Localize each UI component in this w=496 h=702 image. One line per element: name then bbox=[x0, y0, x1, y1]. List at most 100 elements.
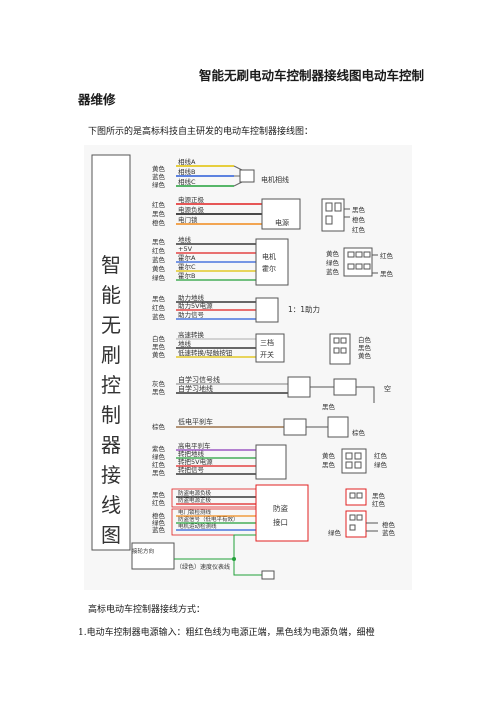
wire-label: 助力地线 bbox=[178, 293, 205, 302]
wire-label: 高速转换 bbox=[178, 330, 205, 339]
plug-label: 红色 bbox=[380, 251, 394, 260]
wire-color-label: 绿色 bbox=[152, 518, 166, 527]
intro-paragraph: 下图所示的是高标科技自主研发的电动车控制器接线图： bbox=[88, 127, 314, 137]
wire-label: 防盗电源负极 bbox=[178, 489, 212, 497]
wire-color-label: 黑色 bbox=[152, 294, 166, 303]
wire-color-label: 黑色 bbox=[152, 237, 166, 246]
wire-color-label: 红色 bbox=[152, 498, 166, 507]
wire-color-label: 红色 bbox=[152, 303, 166, 312]
hall-box-label-1: 电机 bbox=[262, 252, 276, 261]
plug-label: 绿色 bbox=[326, 258, 340, 267]
wire-label: 电源正极 bbox=[178, 195, 205, 204]
plug-label: 黑色 bbox=[352, 205, 366, 214]
wire-label: 电机运动检测线 bbox=[178, 522, 217, 530]
wiring-diagram: 智 能 无 刷 控 制 器 接 线 图 黄色 蓝色 绿色 相线A 相线B 相线C… bbox=[84, 145, 412, 590]
plug-label: 黄色 bbox=[322, 451, 336, 460]
plug-label: 蓝色 bbox=[382, 528, 396, 537]
wire-color-label: 绿色 bbox=[152, 180, 166, 189]
wire-label: 电门锁检测线 bbox=[178, 508, 212, 516]
controller-box bbox=[91, 154, 131, 551]
wire-label: 低速转换/轻触按钮 bbox=[178, 348, 233, 357]
wire-label: 地线 bbox=[178, 235, 192, 244]
plug-label: 棕色 bbox=[352, 428, 366, 437]
wire-color-label: 黑色 bbox=[152, 387, 166, 396]
wire-color-label: 黑色 bbox=[152, 468, 166, 477]
wire-color-label: 绿色 bbox=[152, 273, 166, 282]
plug-label: 绿色 bbox=[374, 460, 388, 469]
title-line-1: 智能无刷电动车控制器接线图电动车控制 bbox=[198, 68, 424, 83]
plug-label: 红色 bbox=[374, 451, 388, 460]
controller-char: 接 bbox=[101, 463, 121, 487]
speedometer-wire-label: （绿色）速度仪表线 bbox=[176, 563, 230, 571]
motor-phase-label: 电机相线 bbox=[261, 175, 289, 184]
wire-label: 助力信号 bbox=[178, 310, 205, 319]
plug-label: 橙色 bbox=[352, 215, 366, 224]
controller-char: 线 bbox=[101, 493, 121, 517]
wire-label: 地线 bbox=[178, 339, 192, 348]
paragraph-1: 1.电动车控制器电源输入：粗红色线为电源正端，黑色线为电源负端，细橙 bbox=[78, 628, 375, 638]
wire-color-label: 黑色 bbox=[152, 209, 166, 218]
wire-label: 高电平刹车 bbox=[178, 441, 211, 450]
controller-char: 制 bbox=[101, 403, 121, 427]
plug-label: 黑色 bbox=[358, 343, 372, 352]
plug-label: 蓝色 bbox=[326, 267, 340, 276]
plug-label: 黄色 bbox=[358, 351, 372, 360]
controller-char: 图 bbox=[101, 523, 121, 547]
wire-color-label: 橙色 bbox=[152, 511, 166, 520]
plug-label: 黑色 bbox=[322, 460, 336, 469]
wire-color-label: 黄色 bbox=[152, 350, 166, 359]
wire-color-label: 黑色 bbox=[152, 342, 166, 351]
wire-label: 自学习地线 bbox=[178, 384, 213, 393]
wire-color-label: 黑色 bbox=[152, 490, 166, 499]
controller-char: 器 bbox=[101, 433, 121, 457]
wire-color-label: 黄色 bbox=[152, 264, 166, 273]
section-heading: 高标电动车控制器接线方式： bbox=[88, 605, 206, 615]
wire-color-label: 紫色 bbox=[152, 444, 166, 453]
title-line-2: 器维修 bbox=[78, 92, 116, 107]
anti-theft-box-label-2: 接口 bbox=[273, 517, 288, 527]
wire-label: +5V bbox=[178, 245, 193, 253]
wire-label: 转把5V电源 bbox=[178, 457, 213, 466]
plug-label: 红色 bbox=[352, 225, 366, 234]
power-box-label: 电源 bbox=[275, 218, 289, 227]
hall-box-label-2: 霍尔 bbox=[262, 264, 276, 273]
switch-box-label-2: 开关 bbox=[260, 350, 274, 359]
plug-label: 绿色 bbox=[328, 528, 342, 537]
wire-color-label: 红色 bbox=[152, 460, 166, 469]
wire-label: 助力5V电源 bbox=[178, 301, 213, 310]
wire-color-label: 红色 bbox=[152, 246, 166, 255]
self-learn-bottom-label: 黑色 bbox=[322, 402, 336, 411]
wire-label: 电门锁 bbox=[178, 215, 198, 224]
wire-color-label: 白色 bbox=[152, 334, 166, 343]
wire-label: 转把地线 bbox=[178, 449, 205, 458]
wire-color-label: 黄色 bbox=[152, 164, 166, 173]
plug-label: 黑色 bbox=[372, 491, 386, 500]
controller-char: 刷 bbox=[101, 343, 121, 367]
wire-label: 霍尔B bbox=[178, 271, 195, 280]
switch-box-label-1: 三档 bbox=[260, 338, 274, 347]
anti-theft-box-label-1: 防盗 bbox=[273, 503, 288, 513]
wire-color-label: 蓝色 bbox=[152, 172, 166, 181]
plug-label: 红色 bbox=[372, 499, 386, 508]
plug-label: 橙色 bbox=[382, 520, 396, 529]
controller-char: 控 bbox=[101, 373, 121, 397]
wire-color-label: 橙色 bbox=[152, 218, 166, 227]
wire-color-label: 蓝色 bbox=[152, 312, 166, 321]
wire-label: 霍尔A bbox=[178, 253, 196, 262]
wire-color-label: 棕色 bbox=[152, 422, 166, 431]
plug-label: 白色 bbox=[358, 335, 372, 344]
wire-label: 低电平刹车 bbox=[178, 417, 213, 426]
wire-label: 防盗电源正极 bbox=[178, 496, 212, 504]
controller-char: 智 bbox=[101, 253, 121, 277]
wire-label: 相线B bbox=[178, 167, 195, 176]
wire-label: 相线A bbox=[178, 157, 196, 166]
wire-color-label: 绿色 bbox=[152, 452, 166, 461]
wire-label: 霍尔C bbox=[178, 262, 196, 271]
wire-label: 防盗信号（低电平有效） bbox=[178, 515, 239, 523]
assist-ratio-label: 1：1助力 bbox=[288, 304, 320, 314]
wire-label: 自学习信号线 bbox=[178, 375, 220, 384]
wire-color-label: 灰色 bbox=[152, 379, 166, 388]
plug-label: 黑色 bbox=[380, 269, 394, 278]
wire-color-label: 蓝色 bbox=[152, 255, 166, 264]
wire-label: 相线C bbox=[178, 177, 196, 186]
